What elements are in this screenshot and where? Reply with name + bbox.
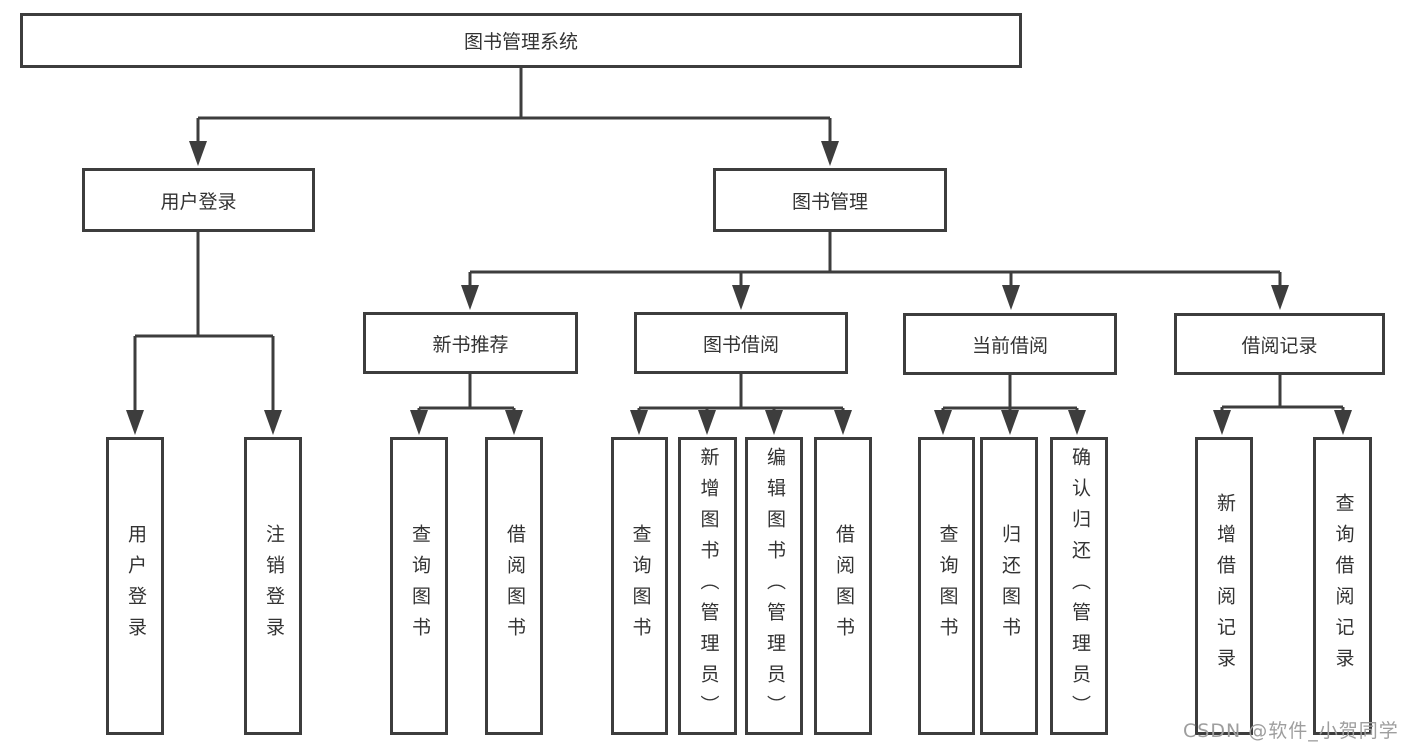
leaf-user-login: 用户登录 [106, 437, 164, 735]
leaf-edit-book-admin-label: 编辑图书（管理员） [763, 446, 786, 726]
connector-current-borrow-children [934, 374, 1086, 435]
leaf-query-borrow-record: 查询借阅记录 [1313, 437, 1372, 735]
leaf-borrow-books: 借阅图书 [814, 437, 872, 735]
node-book-management-label: 图书管理 [791, 190, 868, 213]
connector-book-borrow-children [630, 374, 852, 435]
leaf-logout-label: 注销登录 [262, 524, 285, 648]
arrow-down-icon [834, 410, 852, 435]
leaf-add-book-admin: 新增图书（管理员） [678, 437, 737, 735]
leaf-return-books: 归还图书 [980, 437, 1038, 735]
leaf-add-borrow-record-label: 新增借阅记录 [1213, 493, 1236, 679]
leaf-edit-book-admin: 编辑图书（管理员） [745, 437, 803, 735]
arrow-down-icon [1271, 285, 1289, 310]
arrow-down-icon [461, 285, 479, 310]
leaf-confirm-return-admin: 确认归还（管理员） [1050, 437, 1108, 735]
arrow-down-icon [1068, 410, 1086, 435]
node-user-login: 用户登录 [82, 168, 315, 232]
node-new-book-recommend: 新书推荐 [363, 312, 578, 374]
arrow-down-icon [1213, 410, 1231, 435]
node-new-book-recommend-label: 新书推荐 [432, 333, 509, 356]
leaf-query-borrow-record-label: 查询借阅记录 [1332, 493, 1355, 679]
leaf-add-borrow-record: 新增借阅记录 [1195, 437, 1253, 735]
csdn-watermark: CSDN @软件_小贺同学 [1183, 720, 1399, 742]
arrow-down-icon [732, 285, 750, 310]
leaf-add-book-admin-label: 新增图书（管理员） [697, 446, 720, 726]
leaf-query-books-recommend-label: 查询图书 [408, 524, 431, 648]
connector-root-to-level2 [189, 66, 839, 166]
leaf-query-books-current: 查询图书 [918, 437, 975, 735]
leaf-query-books-current-label: 查询图书 [936, 524, 959, 648]
node-current-borrowing-label: 当前借阅 [971, 334, 1048, 357]
leaf-borrow-books-recommend: 借阅图书 [485, 437, 543, 735]
node-book-management: 图书管理 [713, 168, 947, 232]
arrow-down-icon [126, 410, 144, 435]
leaf-borrow-books-label: 借阅图书 [832, 524, 855, 648]
node-book-borrowing: 图书借阅 [634, 312, 848, 374]
node-library-system-label: 图书管理系统 [463, 31, 578, 53]
node-book-borrowing-label: 图书借阅 [702, 333, 779, 356]
arrow-down-icon [934, 410, 952, 435]
connector-user-login-children [126, 230, 282, 435]
leaf-query-books-borrow: 查询图书 [611, 437, 668, 735]
leaf-return-books-label: 归还图书 [998, 524, 1021, 648]
arrow-down-icon [264, 410, 282, 435]
arrow-down-icon [765, 410, 783, 435]
connector-borrow-record-children [1213, 374, 1352, 435]
arrow-down-icon [189, 141, 207, 166]
leaf-logout: 注销登录 [244, 437, 302, 735]
arrow-down-icon [1002, 285, 1020, 310]
leaf-query-books-recommend: 查询图书 [390, 437, 448, 735]
node-borrowing-records-label: 借阅记录 [1241, 334, 1318, 357]
leaf-borrow-books-recommend-label: 借阅图书 [503, 524, 526, 648]
node-user-login-label: 用户登录 [160, 190, 237, 213]
node-current-borrowing: 当前借阅 [903, 313, 1117, 375]
node-library-system: 图书管理系统 [20, 13, 1022, 68]
node-borrowing-records: 借阅记录 [1174, 313, 1385, 375]
arrow-down-icon [505, 410, 523, 435]
arrow-down-icon [630, 410, 648, 435]
arrow-down-icon [1334, 410, 1352, 435]
leaf-confirm-return-admin-label: 确认归还（管理员） [1068, 446, 1091, 726]
connector-new-book-children [410, 374, 523, 435]
leaf-user-login-label: 用户登录 [124, 524, 147, 648]
arrow-down-icon [410, 410, 428, 435]
leaf-query-books-borrow-label: 查询图书 [629, 524, 652, 648]
arrow-down-icon [698, 410, 716, 435]
connector-book-management-children [461, 230, 1289, 310]
arrow-down-icon [821, 141, 839, 166]
arrow-down-icon [1001, 410, 1019, 435]
